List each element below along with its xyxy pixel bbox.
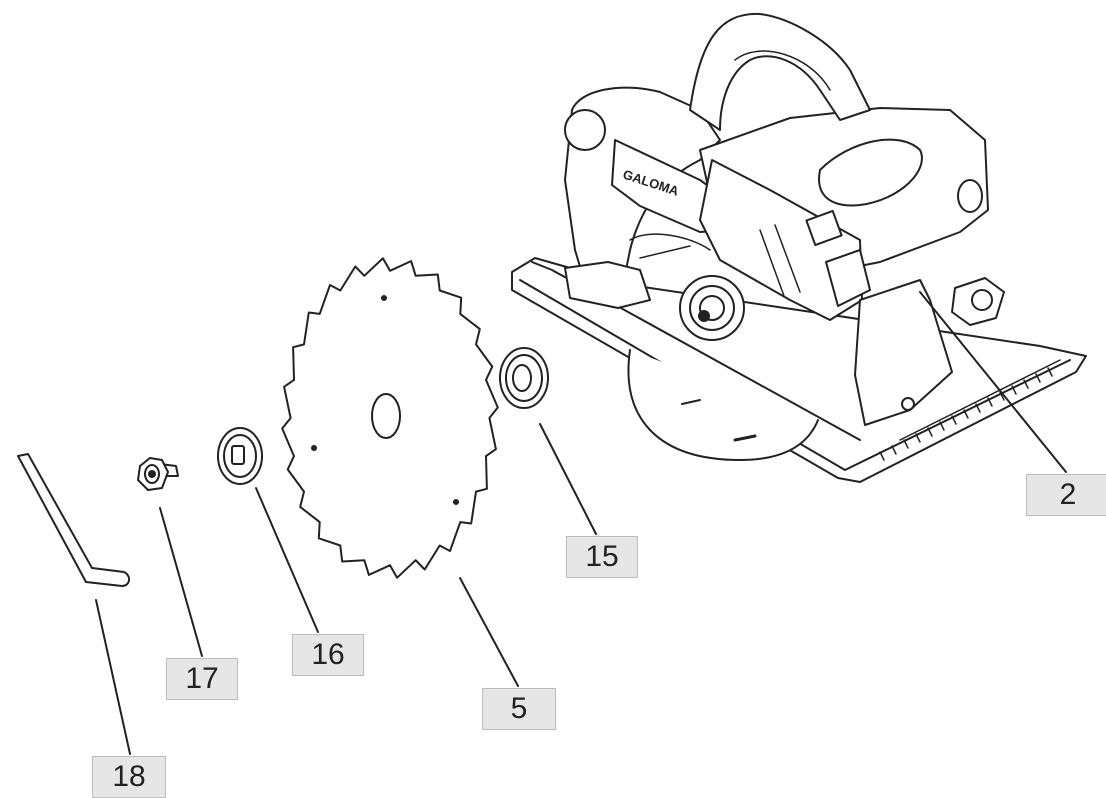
callout-label-blade-bolt: 17 (166, 658, 238, 700)
hex-key-illustration (17, 453, 130, 587)
leader-lines (95, 291, 1067, 755)
callout-label-saw-blade: 5 (482, 688, 556, 730)
circular-saw-illustration (511, 12, 1087, 483)
callout-label-hex-key: 18 (92, 756, 166, 798)
callout-label-inner-flange: 16 (292, 634, 364, 676)
callout-label-outer-flange: 15 (566, 536, 638, 578)
saw-blade-illustration (281, 257, 499, 579)
blade-bolt-illustration (137, 457, 179, 491)
callout-label-saw-body: 2 (1026, 474, 1106, 516)
inner-flange-illustration (217, 427, 263, 485)
outer-flange-illustration (499, 347, 549, 409)
